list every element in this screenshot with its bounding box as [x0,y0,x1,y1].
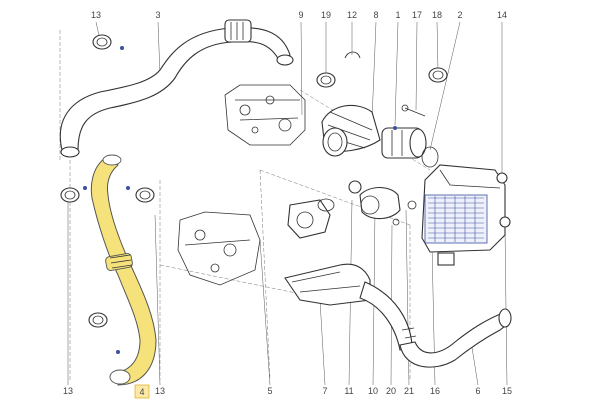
part-number-12: 12 [347,10,357,20]
part-number-21: 21 [404,386,414,396]
part-number-6: 6 [475,386,480,396]
part-number-5: 5 [267,386,272,396]
leader-lines [67,21,508,386]
part-number-7: 7 [322,386,327,396]
intercooler [421,164,511,266]
upper-intake-hose [59,19,294,158]
part-number-3: 3 [155,10,160,20]
part-number-20: 20 [386,386,396,396]
part-number-11: 11 [344,386,353,396]
part-number-13-bottom-mid: 13 [155,386,165,396]
part-number-2: 2 [457,10,462,20]
part-number-19: 19 [321,10,331,20]
part-number-10: 10 [368,386,378,396]
part-number-8-top: 8 [373,10,378,20]
part-number-14: 14 [497,10,507,20]
part-number-9: 9 [298,10,303,20]
part-4-highlight-box [134,384,150,399]
part-number-13-bottom-left: 13 [63,386,73,396]
part-number-1: 1 [395,10,400,20]
part-number-16: 16 [430,386,440,396]
part-number-4: 4 [139,387,144,397]
pipe-fitting-assembly [348,180,417,226]
part-number-17: 17 [412,10,422,20]
lower-intake-tube [284,263,512,368]
highlighted-hose-part-4 [90,154,157,386]
part-number-15: 15 [502,386,512,396]
part-number-13-top: 13 [91,10,101,20]
part-number-labels: 13 3 9 19 12 8 1 17 18 2 14 13 4 13 5 7 … [63,10,512,399]
part-number-18: 18 [432,10,442,20]
hose-clamps [60,34,448,354]
throttle-body-assembly [177,198,335,286]
engine-block-fragment-top [224,84,306,146]
airflow-meter-assembly [321,104,439,168]
